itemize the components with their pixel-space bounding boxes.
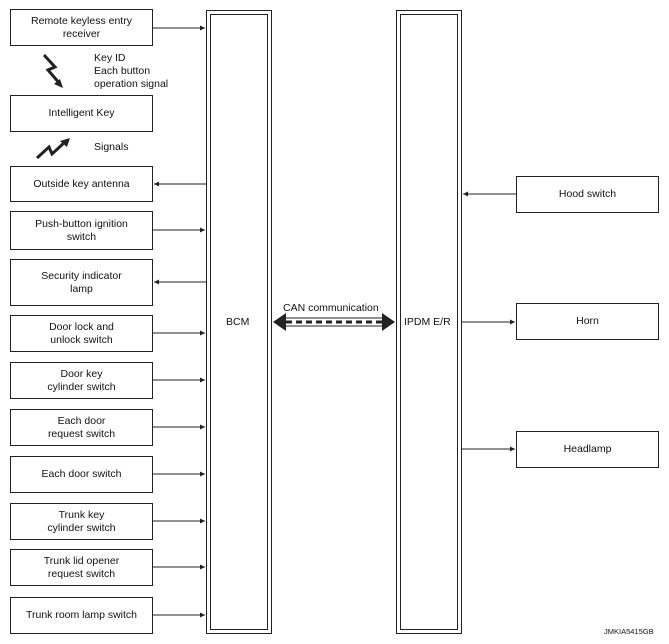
ipdm-module xyxy=(396,10,462,634)
outside-key-antenna-box: Outside key antenna xyxy=(10,166,153,202)
ipdm-module-inner xyxy=(400,14,458,630)
horn-box: Horn xyxy=(516,303,659,340)
trunk-key-cylinder-switch-box: Trunk key cylinder switch xyxy=(10,503,153,540)
push-button-ignition-switch-box: Push-button ignition switch xyxy=(10,211,153,250)
trunk-room-lamp-switch-box: Trunk room lamp switch xyxy=(10,597,153,634)
can-bus-arrow xyxy=(273,313,395,331)
figure-code: JMKIA5415GB xyxy=(604,627,654,636)
hood-switch-box: Hood switch xyxy=(516,176,659,213)
headlamp-box: Headlamp xyxy=(516,431,659,468)
security-indicator-lamp-box: Security indicator lamp xyxy=(10,259,153,306)
bcm-module-inner xyxy=(210,14,268,630)
key-id-signal-icon xyxy=(42,53,63,88)
remote-keyless-entry-receiver-box: Remote keyless entry receiver xyxy=(10,9,153,46)
ipdm-label: IPDM E/R xyxy=(404,316,451,328)
can-communication-label: CAN communication xyxy=(283,302,379,314)
intelligent-key-signal-icon xyxy=(35,138,70,160)
door-lock-unlock-switch-box: Door lock and unlock switch xyxy=(10,315,153,352)
key-signal-label: Key ID Each button operation signal xyxy=(94,52,169,90)
intelligent-key-box: Intelligent Key xyxy=(10,95,153,132)
trunk-lid-opener-request-switch-box: Trunk lid opener request switch xyxy=(10,549,153,586)
each-door-request-switch-box: Each door request switch xyxy=(10,409,153,446)
bcm-label: BCM xyxy=(226,316,250,328)
door-key-cylinder-switch-box: Door key cylinder switch xyxy=(10,362,153,399)
each-door-switch-box: Each door switch xyxy=(10,456,153,493)
bcm-module xyxy=(206,10,272,634)
signals-label: Signals xyxy=(94,141,129,153)
